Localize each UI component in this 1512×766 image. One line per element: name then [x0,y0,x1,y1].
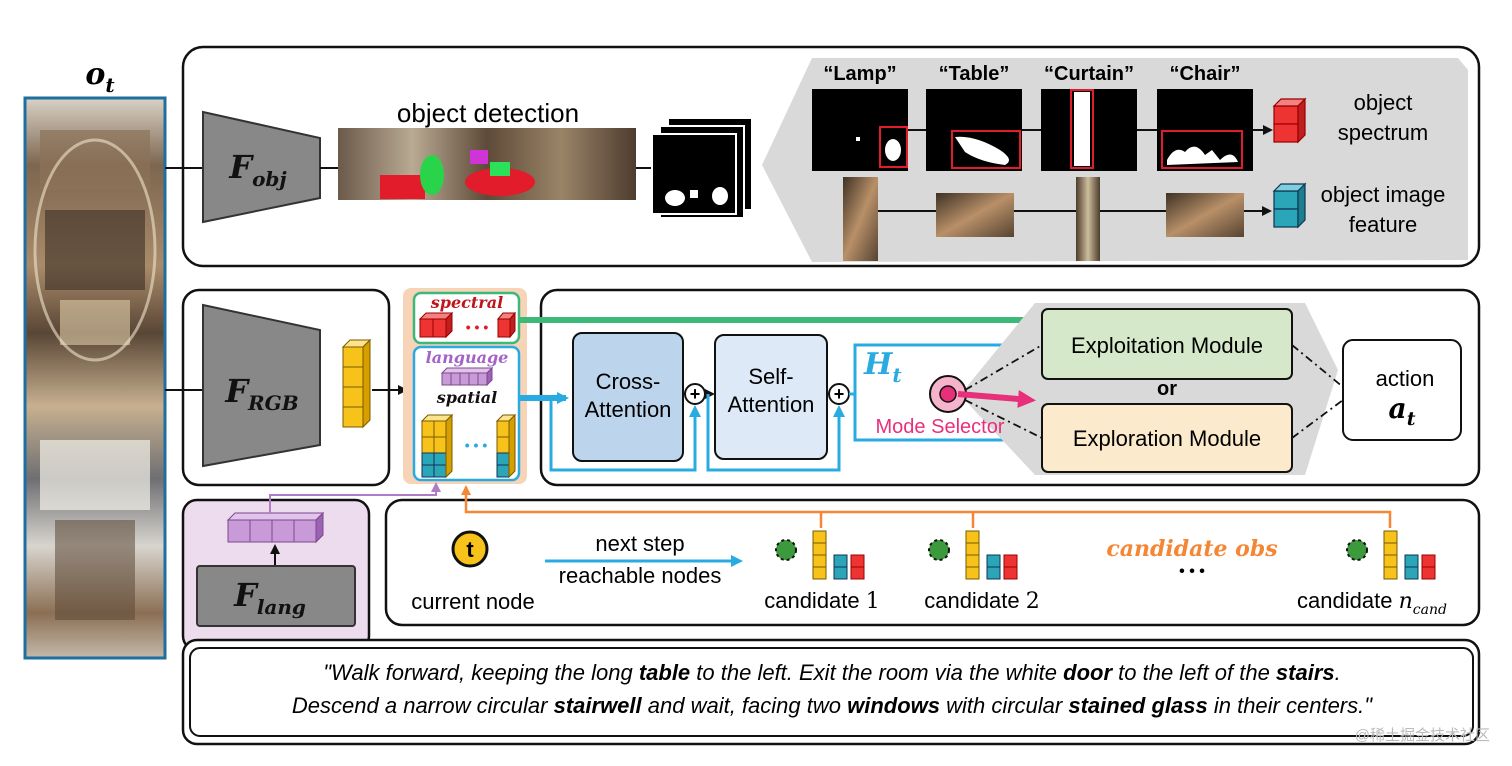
instruction-segment: stairwell [554,693,643,718]
svg-text:“Curtain”: “Curtain” [1044,63,1134,85]
instruction-segment: to the left of the [1112,660,1276,685]
candidate-1-features [812,530,865,580]
svg-text:Exploitation Module: Exploitation Module [1071,333,1263,358]
instruction-panel-inner [189,647,1474,737]
instruction-segment: . [1335,660,1341,685]
current-node-label: current node [411,589,535,614]
action-output: action at [1342,339,1462,441]
candidates-panel [384,498,1481,627]
panorama-observation-image [23,96,167,660]
object-image-feature-cube [1272,182,1307,229]
language-feature-vector [440,366,494,387]
language-embedding-vector [226,511,325,544]
cross-attention-block: Cross-Attention [572,332,684,462]
svg-text:candidate ncand: candidate ncand [1297,588,1447,618]
svg-text:“Chair”: “Chair” [1169,63,1240,85]
object-mask-lamp: “Lamp” [812,63,908,171]
svg-text:• • •: • • • [465,437,488,453]
instruction-segment: stairs [1276,660,1335,685]
mode-selector-label: Mode Selector [876,416,1005,438]
add-node-1: + [684,383,706,405]
observation-label: ot [85,57,115,97]
or-label: or [1157,378,1177,400]
language-spatial-feature-box: language spatial • • • [412,345,521,482]
f-rgb-encoder: FRGB [202,303,321,468]
f-obj-encoder: Fobj [202,110,321,224]
candidate-obs-label: candidate obs [1106,536,1277,562]
object-crop-images [843,177,1244,261]
instruction-segment: stained glass [1068,693,1207,718]
candidate-n-features [1383,530,1436,580]
spectral-feature-box: spectral • • • [412,291,521,345]
instruction-segment: table [639,660,690,685]
svg-text:spatial: spatial [436,388,497,407]
object-spectrum-cube [1272,97,1307,144]
svg-text:t: t [466,537,474,562]
watermark: @稀土掘金技术社区 [1355,727,1490,744]
f-lang-encoder: Flang [196,565,356,627]
spatial-feature-columns: • • • [420,413,517,479]
candidate-1: candidate 1 [764,530,880,614]
self-attention-block: Self-Attention [714,334,828,460]
instruction-segment: in their centers." [1208,693,1374,718]
exploitation-module: Exploitation Module [1041,308,1293,380]
current-node-icon: t [451,530,489,568]
candidate-ellipsis: • • • [1179,563,1205,580]
object-mask-chair: “Chair” [1157,63,1253,171]
object-mask-curtain: “Curtain” [1041,63,1137,171]
svg-text:Flang: Flang [233,576,306,619]
instruction-segment: "Walk forward, keeping the long [323,660,639,685]
svg-text:Exploration Module: Exploration Module [1073,426,1261,451]
svg-text:language: language [426,348,509,367]
svg-text:Self-Attention: Self-Attention [728,364,815,417]
instruction-segment: to the left. Exit the room via the white [690,660,1063,685]
object-detection-label: object detection [397,98,579,128]
instruction-segment: Descend a narrow circular [292,693,554,718]
svg-text:“Lamp”: “Lamp” [823,63,896,85]
svg-text:“Table”: “Table” [939,63,1010,85]
svg-text:spectral: spectral [430,293,503,312]
svg-text:action: action [1376,366,1435,391]
mask-stack [651,117,753,219]
candidate-n: candidate ncand [1297,530,1447,618]
add-node-2: + [828,383,850,405]
svg-text:FRGB: FRGB [224,372,298,415]
instruction-segment: door [1063,660,1113,685]
svg-text:+: + [690,384,701,404]
instruction-segment: and wait, facing two [642,693,847,718]
svg-text:candidate 2: candidate 2 [924,588,1040,614]
instruction-line-1: "Walk forward, keeping the long table to… [323,660,1341,685]
rgb-feature-cube [341,338,372,429]
mode-selector-icon [929,375,967,413]
svg-text:• • •: • • • [466,319,489,335]
svg-text:+: + [834,384,845,404]
hidden-state-label: Ht [863,347,902,387]
candidate-2: candidate 2 [924,530,1040,614]
instruction-segment: windows [847,693,940,718]
svg-text:Ht: Ht [863,347,902,387]
svg-text:Cross-Attention: Cross-Attention [585,369,672,422]
svg-text:ot: ot [85,57,115,97]
object-mask-table: “Table” [926,63,1022,171]
svg-text:candidate 1: candidate 1 [764,588,880,614]
svg-text:Fobj: Fobj [228,148,287,191]
svg-text:at: at [1389,392,1416,430]
instruction-line-2: Descend a narrow circular stairwell and … [292,693,1373,718]
exploration-module: Exploration Module [1041,403,1293,473]
instruction-segment: with circular [940,693,1068,718]
object-detection-image [338,128,636,200]
candidate-2-features [965,530,1018,580]
